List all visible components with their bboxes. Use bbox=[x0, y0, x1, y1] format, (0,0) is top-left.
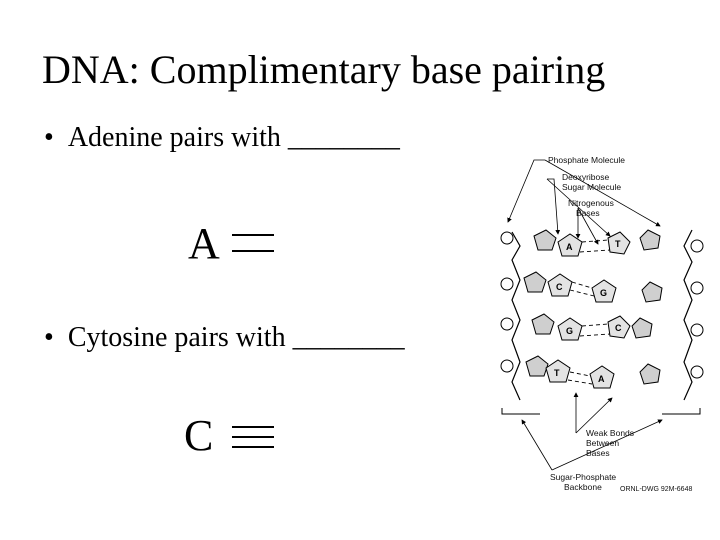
label-between: Between bbox=[586, 438, 619, 448]
base-shapes bbox=[545, 231, 631, 389]
base-c-1: C bbox=[556, 282, 563, 292]
base-a-1: A bbox=[566, 242, 573, 252]
base-c-2: C bbox=[615, 323, 622, 333]
base-g-2: G bbox=[566, 326, 573, 336]
base-t-2: T bbox=[554, 368, 560, 378]
label-deoxyribose: Deoxyribose bbox=[562, 172, 610, 182]
dna-diagram-svg: Phosphate Molecule Deoxyribose Sugar Mol… bbox=[500, 155, 704, 493]
triple-bond-line-2 bbox=[232, 436, 274, 438]
bullet-adenine: • Adenine pairs with ________ bbox=[44, 122, 400, 154]
double-bond-line-1 bbox=[232, 234, 274, 236]
label-backbone: Backbone bbox=[564, 482, 602, 492]
label-sugar-phosphate: Sugar-Phosphate bbox=[550, 472, 616, 482]
triple-bond-line-1 bbox=[232, 426, 274, 428]
backbone-brackets bbox=[501, 408, 701, 415]
label-sugar-molecule: Sugar Molecule bbox=[562, 182, 621, 192]
bullet-dot: • bbox=[44, 322, 54, 353]
label-drawing-code: ORNL-DWG 92M-6648 bbox=[620, 486, 692, 493]
bullet-cytosine: • Cytosine pairs with ________ bbox=[44, 322, 405, 354]
letter-c: C bbox=[184, 411, 214, 460]
triple-bond-line-3 bbox=[232, 446, 274, 448]
slide-title: DNA: Complimentary base pairing bbox=[42, 47, 606, 92]
leader-lines bbox=[507, 159, 663, 471]
right-strand bbox=[683, 229, 693, 401]
label-phosphate-molecule: Phosphate Molecule bbox=[548, 155, 625, 165]
left-strand bbox=[511, 231, 521, 401]
dna-diagram: Phosphate Molecule Deoxyribose Sugar Mol… bbox=[490, 150, 715, 535]
phosphate-circles-left bbox=[500, 231, 514, 373]
label-nitrogenous: Nitrogenous bbox=[568, 198, 614, 208]
double-bond-line-2 bbox=[232, 250, 274, 252]
letter-a: A bbox=[188, 219, 220, 268]
bullet-adenine-text: Adenine pairs with ________ bbox=[67, 122, 400, 153]
bullet-dot: • bbox=[44, 122, 54, 153]
weak-bonds bbox=[567, 239, 611, 385]
base-g-1: G bbox=[600, 288, 607, 298]
label-weak-bases: Bases bbox=[586, 448, 610, 458]
base-a-2: A bbox=[598, 374, 605, 384]
sugar-pentagons bbox=[523, 229, 663, 385]
bullet-cytosine-text: Cytosine pairs with ________ bbox=[67, 322, 405, 353]
base-t-1: T bbox=[615, 239, 621, 249]
phosphate-circles-right bbox=[690, 239, 704, 379]
label-weak-bonds: Weak Bonds bbox=[586, 428, 634, 438]
label-bases: Bases bbox=[576, 208, 600, 218]
